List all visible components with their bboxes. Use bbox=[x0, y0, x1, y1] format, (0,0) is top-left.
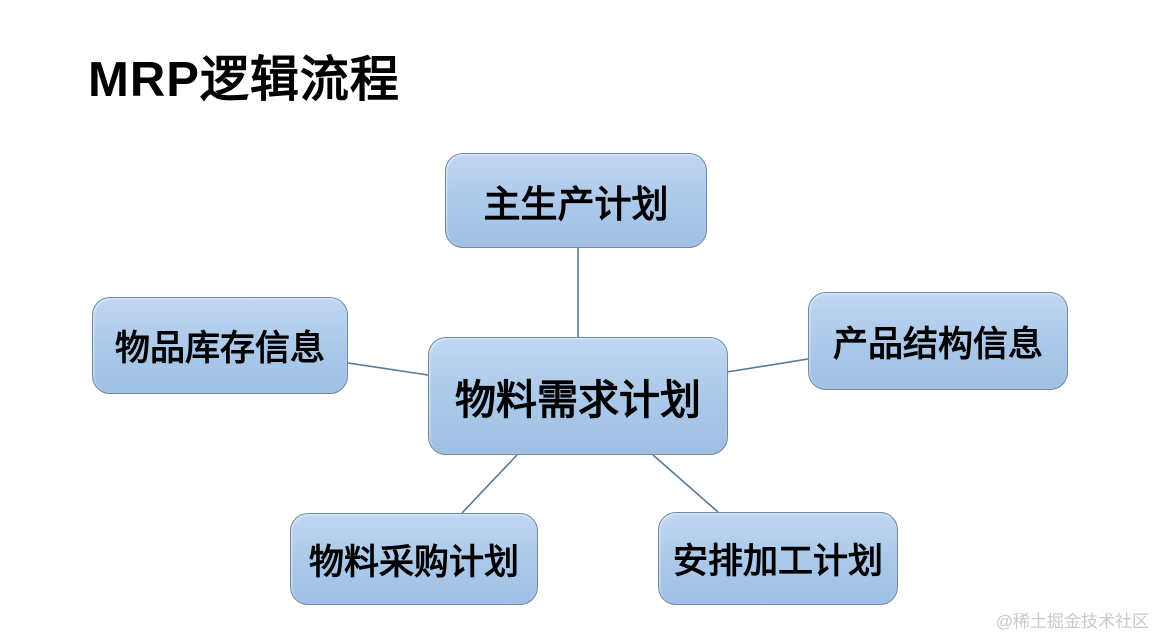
connector-center-to-bottom-right bbox=[652, 454, 719, 513]
watermark: @稀土掘金技术社区 bbox=[995, 612, 1149, 631]
node-label: 主生产计划 bbox=[483, 183, 669, 225]
node-label: 物料需求计划 bbox=[455, 377, 701, 423]
node-label: 安排加工计划 bbox=[672, 542, 883, 581]
connector-center-to-bottom-left bbox=[461, 454, 518, 514]
node-processing-schedule-plan: 安排加工计划 bbox=[658, 512, 898, 605]
node-item-inventory-info: 物品库存信息 bbox=[92, 297, 348, 394]
connector-left-to-center bbox=[347, 362, 429, 376]
node-label: 物品库存信息 bbox=[114, 329, 325, 368]
node-master-production-plan: 主生产计划 bbox=[445, 153, 707, 248]
node-product-structure-info: 产品结构信息 bbox=[808, 292, 1068, 390]
node-material-requirements-plan: 物料需求计划 bbox=[428, 337, 728, 455]
node-material-purchase-plan: 物料采购计划 bbox=[290, 513, 538, 605]
connector-center-to-right bbox=[726, 358, 809, 373]
node-label: 产品结构信息 bbox=[832, 324, 1043, 364]
page-title: MRP逻辑流程 bbox=[88, 53, 400, 107]
node-label: 物料采购计划 bbox=[308, 542, 519, 582]
